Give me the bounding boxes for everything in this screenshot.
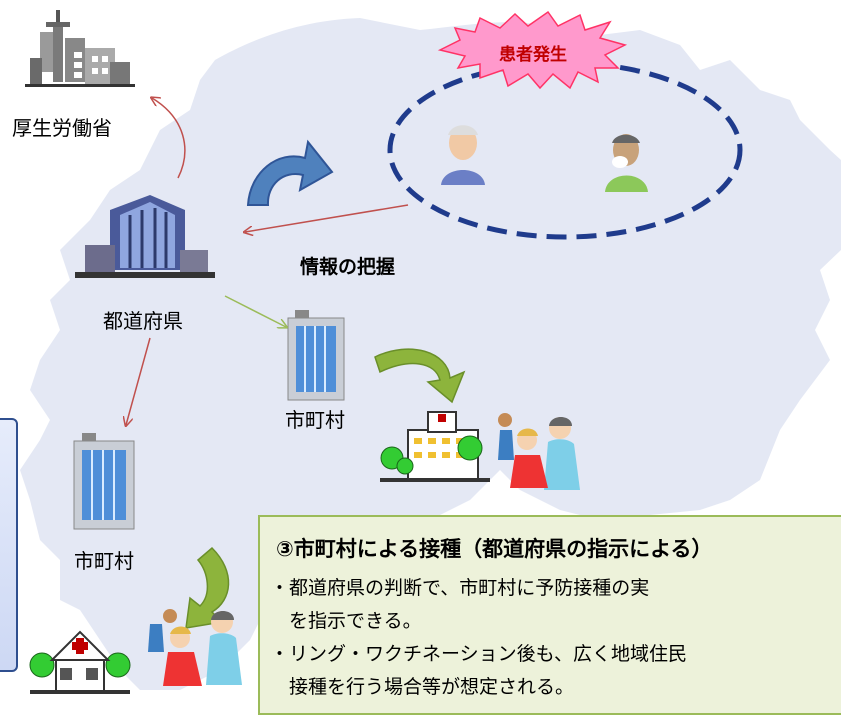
municipality-label-lower: 市町村 xyxy=(74,549,134,573)
prefecture-label: 都道府県 xyxy=(103,309,183,333)
note-line: ・リング・ワクチネーション後も、広く地域住民 xyxy=(270,643,688,665)
instruction-arrow-upper xyxy=(224,295,286,327)
patient-outbreak-starburst xyxy=(437,10,628,90)
green-curved-arrow-lower xyxy=(185,546,230,629)
blue-curved-arrow xyxy=(246,139,334,206)
clinic-house-icon xyxy=(29,630,131,694)
note-line: を指示できる。 xyxy=(270,610,422,632)
municipality-building-icon xyxy=(73,433,135,530)
info-grasp-label: 情報の把握 xyxy=(300,256,396,278)
instruction-arrow-lower xyxy=(126,337,151,425)
municipality-label-upper: 市町村 xyxy=(285,408,345,432)
note-line: ・都道府県の判断で、市町村に予防接種の実 xyxy=(270,577,650,599)
note-title: ③市町村による接種（都道府県の指示による） xyxy=(276,537,713,561)
patient-icon xyxy=(441,125,485,185)
left-panel-edge xyxy=(0,418,18,672)
prefecture-building-icon xyxy=(75,195,215,278)
vaccination-people-icon xyxy=(148,609,242,686)
info-arrow-to-prefecture xyxy=(245,204,409,232)
note-line: 接種を行う場合等が想定される。 xyxy=(270,676,575,698)
patient-outbreak-label: 患者発生 xyxy=(499,45,567,65)
ministry-building-icon xyxy=(25,10,135,87)
green-curved-arrow-upper xyxy=(374,348,466,404)
report-arrow-to-ministry xyxy=(152,98,186,179)
sick-patient-icon xyxy=(605,134,648,192)
municipality-building-icon xyxy=(287,310,345,401)
note-box: ③市町村による接種（都道府県の指示による） ・都道府県の判断で、市町村に予防接種… xyxy=(258,515,841,715)
ministry-label: 厚生労働省 xyxy=(12,116,112,140)
vaccination-people-icon xyxy=(498,413,580,490)
hospital-icon xyxy=(380,411,490,482)
